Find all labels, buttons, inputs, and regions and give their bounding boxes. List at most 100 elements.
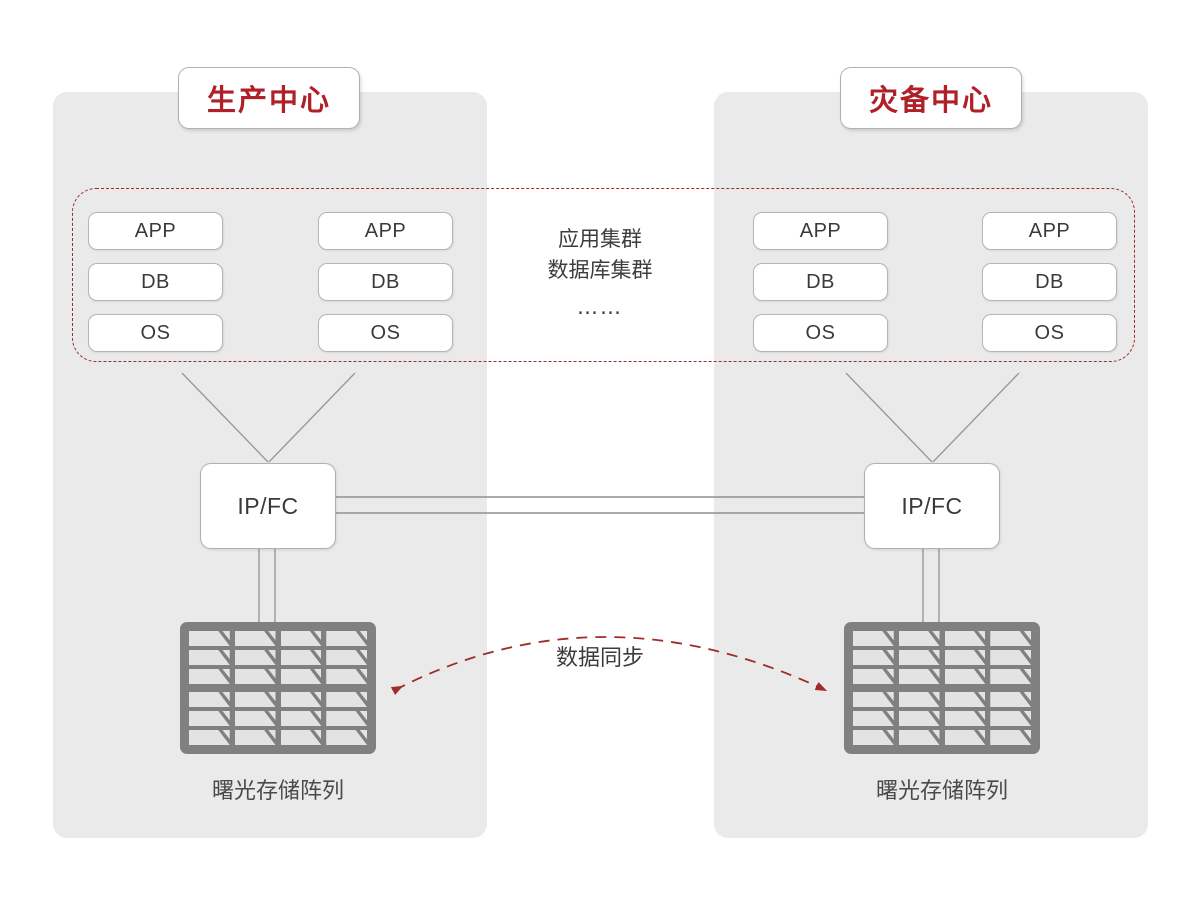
node-box-label: OS	[1034, 321, 1065, 344]
cluster-caption-line-2: 数据库集群	[547, 258, 653, 282]
storage-drive	[281, 711, 322, 726]
storage-drive	[853, 631, 894, 646]
production-storage-array-icon	[180, 622, 376, 754]
production-ipfc-switch[interactable]: IP/FC	[200, 463, 336, 549]
storage-shelf-upper	[189, 631, 367, 684]
storage-drive	[945, 692, 986, 707]
storage-drive	[235, 669, 276, 684]
storage-drive	[899, 730, 940, 745]
storage-drive-row	[853, 669, 1031, 684]
node-box-app[interactable]: APP	[318, 212, 453, 250]
storage-drive-row	[853, 631, 1031, 646]
node-box-os[interactable]: OS	[318, 314, 453, 352]
storage-drive	[945, 711, 986, 726]
storage-drive	[945, 669, 986, 684]
cluster-caption-ellipsis: ……	[577, 295, 623, 319]
production-center-title: 生产中心	[178, 67, 360, 129]
storage-drive-row	[189, 669, 367, 684]
node-box-label: DB	[806, 270, 835, 293]
node-box-db[interactable]: DB	[982, 263, 1117, 301]
cluster-caption: 应用集群 数据库集群 ……	[500, 224, 700, 323]
storage-drive-row	[189, 631, 367, 646]
storage-shelf-lower	[853, 692, 1031, 745]
node-box-os[interactable]: OS	[88, 314, 223, 352]
storage-drive-row	[853, 711, 1031, 726]
storage-drive-row	[853, 650, 1031, 665]
storage-drive	[853, 711, 894, 726]
storage-drive-row	[853, 730, 1031, 745]
storage-drive	[235, 711, 276, 726]
storage-drive	[281, 669, 322, 684]
storage-drive	[189, 730, 230, 745]
node-box-label: OS	[370, 321, 401, 344]
storage-drive	[899, 669, 940, 684]
dr-ipfc-switch-label: IP/FC	[901, 492, 963, 519]
storage-drive	[945, 730, 986, 745]
cluster-boundary-dashed-region	[72, 188, 1135, 362]
node-box-label: APP	[134, 219, 177, 242]
production-center-title-label: 生产中心	[206, 83, 331, 117]
node-box-app[interactable]: APP	[88, 212, 223, 250]
production-storage-caption: 曙光存储阵列	[211, 779, 344, 804]
storage-drive	[899, 692, 940, 707]
storage-drive-row	[189, 730, 367, 745]
storage-drive-row	[189, 711, 367, 726]
data-sync-label: 数据同步	[555, 646, 644, 671]
storage-drive	[990, 650, 1031, 665]
node-box-app[interactable]: APP	[753, 212, 888, 250]
storage-drive	[853, 669, 894, 684]
node-box-label: APP	[799, 219, 842, 242]
storage-drive	[189, 631, 230, 646]
storage-drive	[326, 730, 367, 745]
storage-shelf-upper	[853, 631, 1031, 684]
node-box-label: OS	[140, 321, 171, 344]
node-box-db[interactable]: DB	[318, 263, 453, 301]
storage-drive	[281, 730, 322, 745]
node-box-db[interactable]: DB	[88, 263, 223, 301]
storage-drive	[990, 692, 1031, 707]
storage-drive	[945, 631, 986, 646]
storage-drive	[990, 730, 1031, 745]
node-box-label: DB	[371, 270, 400, 293]
production-ipfc-switch-label: IP/FC	[237, 492, 299, 519]
storage-shelf-lower	[189, 692, 367, 745]
storage-drive	[899, 711, 940, 726]
storage-drive	[990, 669, 1031, 684]
storage-drive	[945, 650, 986, 665]
storage-drive	[281, 631, 322, 646]
storage-drive-row	[853, 692, 1031, 707]
dr-center-title-label: 灾备中心	[868, 83, 993, 117]
node-box-db[interactable]: DB	[753, 263, 888, 301]
storage-drive	[281, 650, 322, 665]
production-node-stack-2: APP DB OS	[318, 212, 453, 365]
dr-ipfc-switch[interactable]: IP/FC	[864, 463, 1000, 549]
storage-drive	[326, 711, 367, 726]
storage-drive	[235, 692, 276, 707]
storage-drive	[853, 730, 894, 745]
production-node-stack-1: APP DB OS	[88, 212, 223, 365]
storage-drive	[853, 650, 894, 665]
storage-drive	[235, 631, 276, 646]
dr-node-stack-1: APP DB OS	[753, 212, 888, 365]
dr-center-title: 灾备中心	[840, 67, 1022, 129]
node-box-app[interactable]: APP	[982, 212, 1117, 250]
storage-drive	[853, 692, 894, 707]
storage-drive	[189, 692, 230, 707]
storage-drive-row	[189, 692, 367, 707]
storage-drive	[235, 730, 276, 745]
node-box-label: APP	[1028, 219, 1071, 242]
node-box-os[interactable]: OS	[753, 314, 888, 352]
node-box-label: APP	[364, 219, 407, 242]
storage-drive	[326, 650, 367, 665]
node-box-label: DB	[141, 270, 170, 293]
node-box-label: OS	[805, 321, 836, 344]
storage-drive	[189, 650, 230, 665]
node-box-label: DB	[1035, 270, 1064, 293]
storage-drive	[326, 669, 367, 684]
dr-storage-caption: 曙光存储阵列	[875, 779, 1008, 804]
storage-drive	[281, 692, 322, 707]
node-box-os[interactable]: OS	[982, 314, 1117, 352]
storage-drive-row	[189, 650, 367, 665]
dr-node-stack-2: APP DB OS	[982, 212, 1117, 365]
storage-drive	[189, 711, 230, 726]
